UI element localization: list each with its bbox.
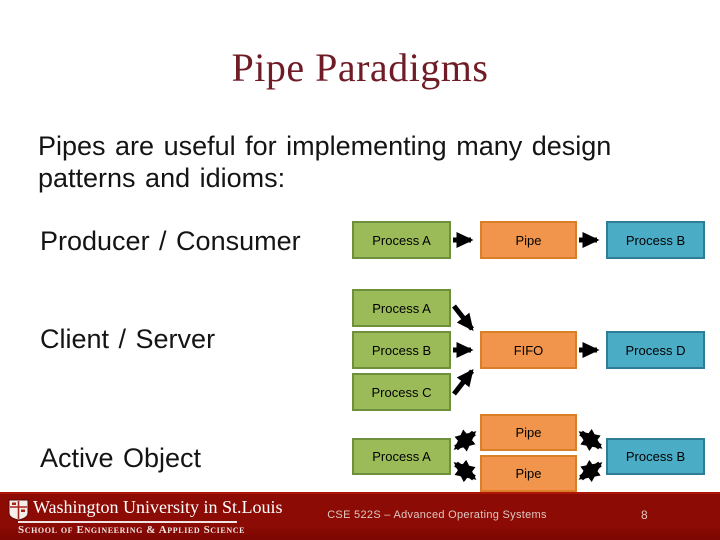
slide-title: Pipe Paradigms (231, 45, 489, 90)
active-object-label: Active Object (40, 443, 202, 473)
cs-process-d-box: Process D (606, 331, 705, 369)
ao-pipe-top-box: Pipe (480, 414, 577, 451)
footer-university-name: Washington University in St.Louis (33, 497, 283, 517)
arrow-ao-pipe-top-b (578, 428, 603, 452)
ao-pipe-bottom-box: Pipe (480, 455, 577, 492)
footer-logo-divider (18, 521, 237, 523)
footer-school-name: School of Engineering & Applied Science (18, 524, 246, 536)
arrow-cs-c-to-fifo (452, 369, 474, 396)
cs-process-a-box: Process A (352, 289, 451, 327)
client-server-label: Client / Server (40, 324, 216, 354)
cs-process-c-box: Process C (352, 373, 451, 411)
arrow-ao-a-pipe-top (453, 429, 477, 452)
arrow-cs-a-to-fifo (452, 304, 474, 331)
pc-process-a-box: Process A (352, 221, 451, 259)
arrow-ao-pipe-bottom-b (578, 459, 603, 483)
footer-page-number: 8 (641, 508, 648, 522)
cs-process-b-box: Process B (352, 331, 451, 369)
washu-shield-icon (8, 499, 29, 521)
pc-process-b-box: Process B (606, 221, 705, 259)
footer-course-title: CSE 522S – Advanced Operating Systems (327, 509, 547, 521)
pc-pipe-box: Pipe (480, 221, 577, 259)
ao-process-a-box: Process A (352, 438, 451, 475)
intro-text: Pipes are useful for implementing many d… (38, 131, 612, 193)
ao-process-b-box: Process B (606, 438, 705, 475)
cs-fifo-box: FIFO (480, 331, 577, 369)
footer-bar: Washington University in St.Louis School… (0, 492, 720, 540)
producer-consumer-label: Producer / Consumer (40, 226, 301, 256)
arrow-ao-a-pipe-bottom (453, 459, 477, 483)
